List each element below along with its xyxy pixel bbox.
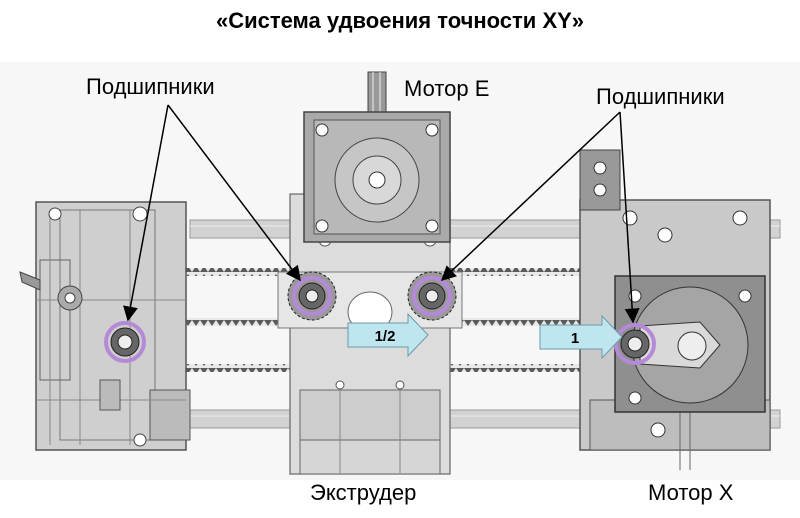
left-carriage: [19, 201, 191, 451]
diagram-title: «Система удвоения точности XY»: [215, 8, 585, 33]
label-extruder: Экструдер: [310, 480, 417, 505]
pointer-right-to-extruder: [440, 111, 621, 282]
label-motor-x: Мотор X: [648, 480, 734, 505]
bearing-right: [614, 323, 656, 365]
pointer-left-to-bearing: [123, 104, 169, 322]
motor-e: [303, 71, 451, 243]
arrow-one-label: 1: [571, 330, 579, 347]
label-bearings-left: Подшипники: [86, 74, 215, 99]
arrow-half: 1/2: [347, 312, 429, 358]
pointer-right-to-bearing: [619, 111, 640, 324]
arrow-half-label: 1/2: [375, 328, 396, 345]
belt-middle: [140, 318, 600, 326]
label-bearings-right: Подшипники: [596, 84, 725, 109]
arrow-one: 1: [539, 314, 623, 360]
bearing-left: [104, 321, 146, 363]
label-motor-e: Мотор E: [404, 76, 490, 101]
bearing-extruder-left: [287, 271, 337, 321]
pointer-left-to-extruder: [167, 104, 301, 282]
pointer-lines: [123, 104, 640, 324]
bearing-extruder-right: [407, 271, 457, 321]
